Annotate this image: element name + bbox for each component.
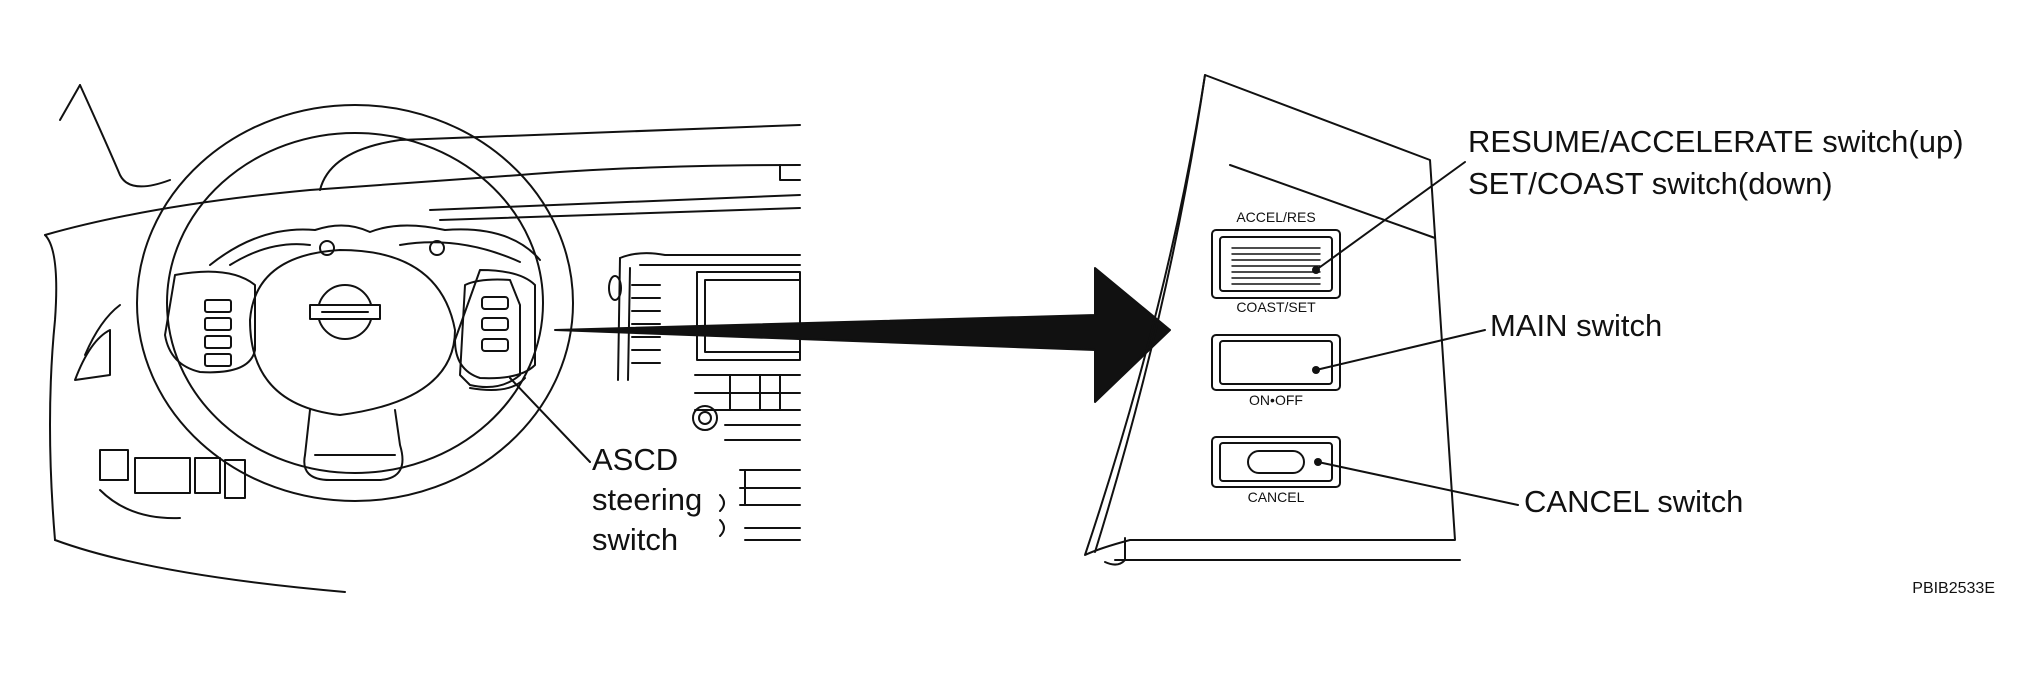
switch-ribs bbox=[1231, 247, 1321, 285]
ascd-leader-line bbox=[509, 377, 591, 463]
dash-button bbox=[134, 457, 191, 494]
main-onoff-switch bbox=[1211, 334, 1341, 391]
resume-leader-line bbox=[1315, 161, 1466, 271]
coast-set-marking: COAST/SET bbox=[1236, 299, 1316, 315]
cancel-callout: CANCEL switch bbox=[1524, 484, 1743, 519]
console-knob bbox=[692, 405, 718, 431]
dash-button bbox=[224, 459, 246, 499]
dashboard-illustration bbox=[44, 84, 801, 593]
left-spoke bbox=[164, 270, 256, 374]
dash-button bbox=[99, 449, 129, 481]
switch-panel bbox=[1084, 74, 1519, 566]
vent-slats bbox=[631, 284, 661, 364]
dash-top bbox=[44, 164, 801, 236]
main-callout: MAIN switch bbox=[1490, 308, 1662, 343]
display-screen bbox=[696, 271, 801, 361]
leader-dot bbox=[1312, 366, 1320, 374]
center-console bbox=[617, 252, 801, 541]
dash-button bbox=[194, 457, 221, 494]
direction-arrow-icon bbox=[554, 267, 1171, 403]
left-spoke-switches bbox=[204, 299, 232, 367]
resume-callout-line2: SET/COAST switch(down) bbox=[1468, 166, 1833, 201]
cancel-switch bbox=[1211, 436, 1341, 488]
a-pillar bbox=[79, 84, 171, 188]
airbag-pad bbox=[249, 249, 456, 416]
steering-callout-line1: ASCD bbox=[592, 442, 678, 477]
panel-outline bbox=[1084, 74, 1456, 556]
lower-spoke bbox=[303, 409, 404, 481]
accel-res-marking: ACCEL/RES bbox=[1236, 209, 1315, 225]
on-off-marking: ON•OFF bbox=[1249, 392, 1303, 408]
leader-dot bbox=[1312, 266, 1320, 274]
figure-code: PBIB2533E bbox=[1912, 580, 1995, 597]
main-leader-line bbox=[1315, 329, 1486, 371]
steering-callout-line3: switch bbox=[592, 522, 678, 557]
resume-callout-line1: RESUME/ACCELERATE switch(up) bbox=[1468, 124, 1964, 159]
nissan-emblem-icon bbox=[309, 284, 381, 340]
cancel-marking: CANCEL bbox=[1248, 489, 1305, 505]
ascd-switch-cluster bbox=[459, 278, 521, 388]
right-spoke bbox=[454, 269, 536, 380]
instrument-cluster bbox=[209, 224, 541, 266]
leader-dot bbox=[1314, 458, 1322, 466]
steering-callout-line2: steering bbox=[592, 482, 702, 517]
steering-wheel-rim bbox=[136, 104, 574, 502]
accel-coast-switch bbox=[1211, 229, 1341, 299]
cancel-leader-line bbox=[1317, 461, 1519, 506]
